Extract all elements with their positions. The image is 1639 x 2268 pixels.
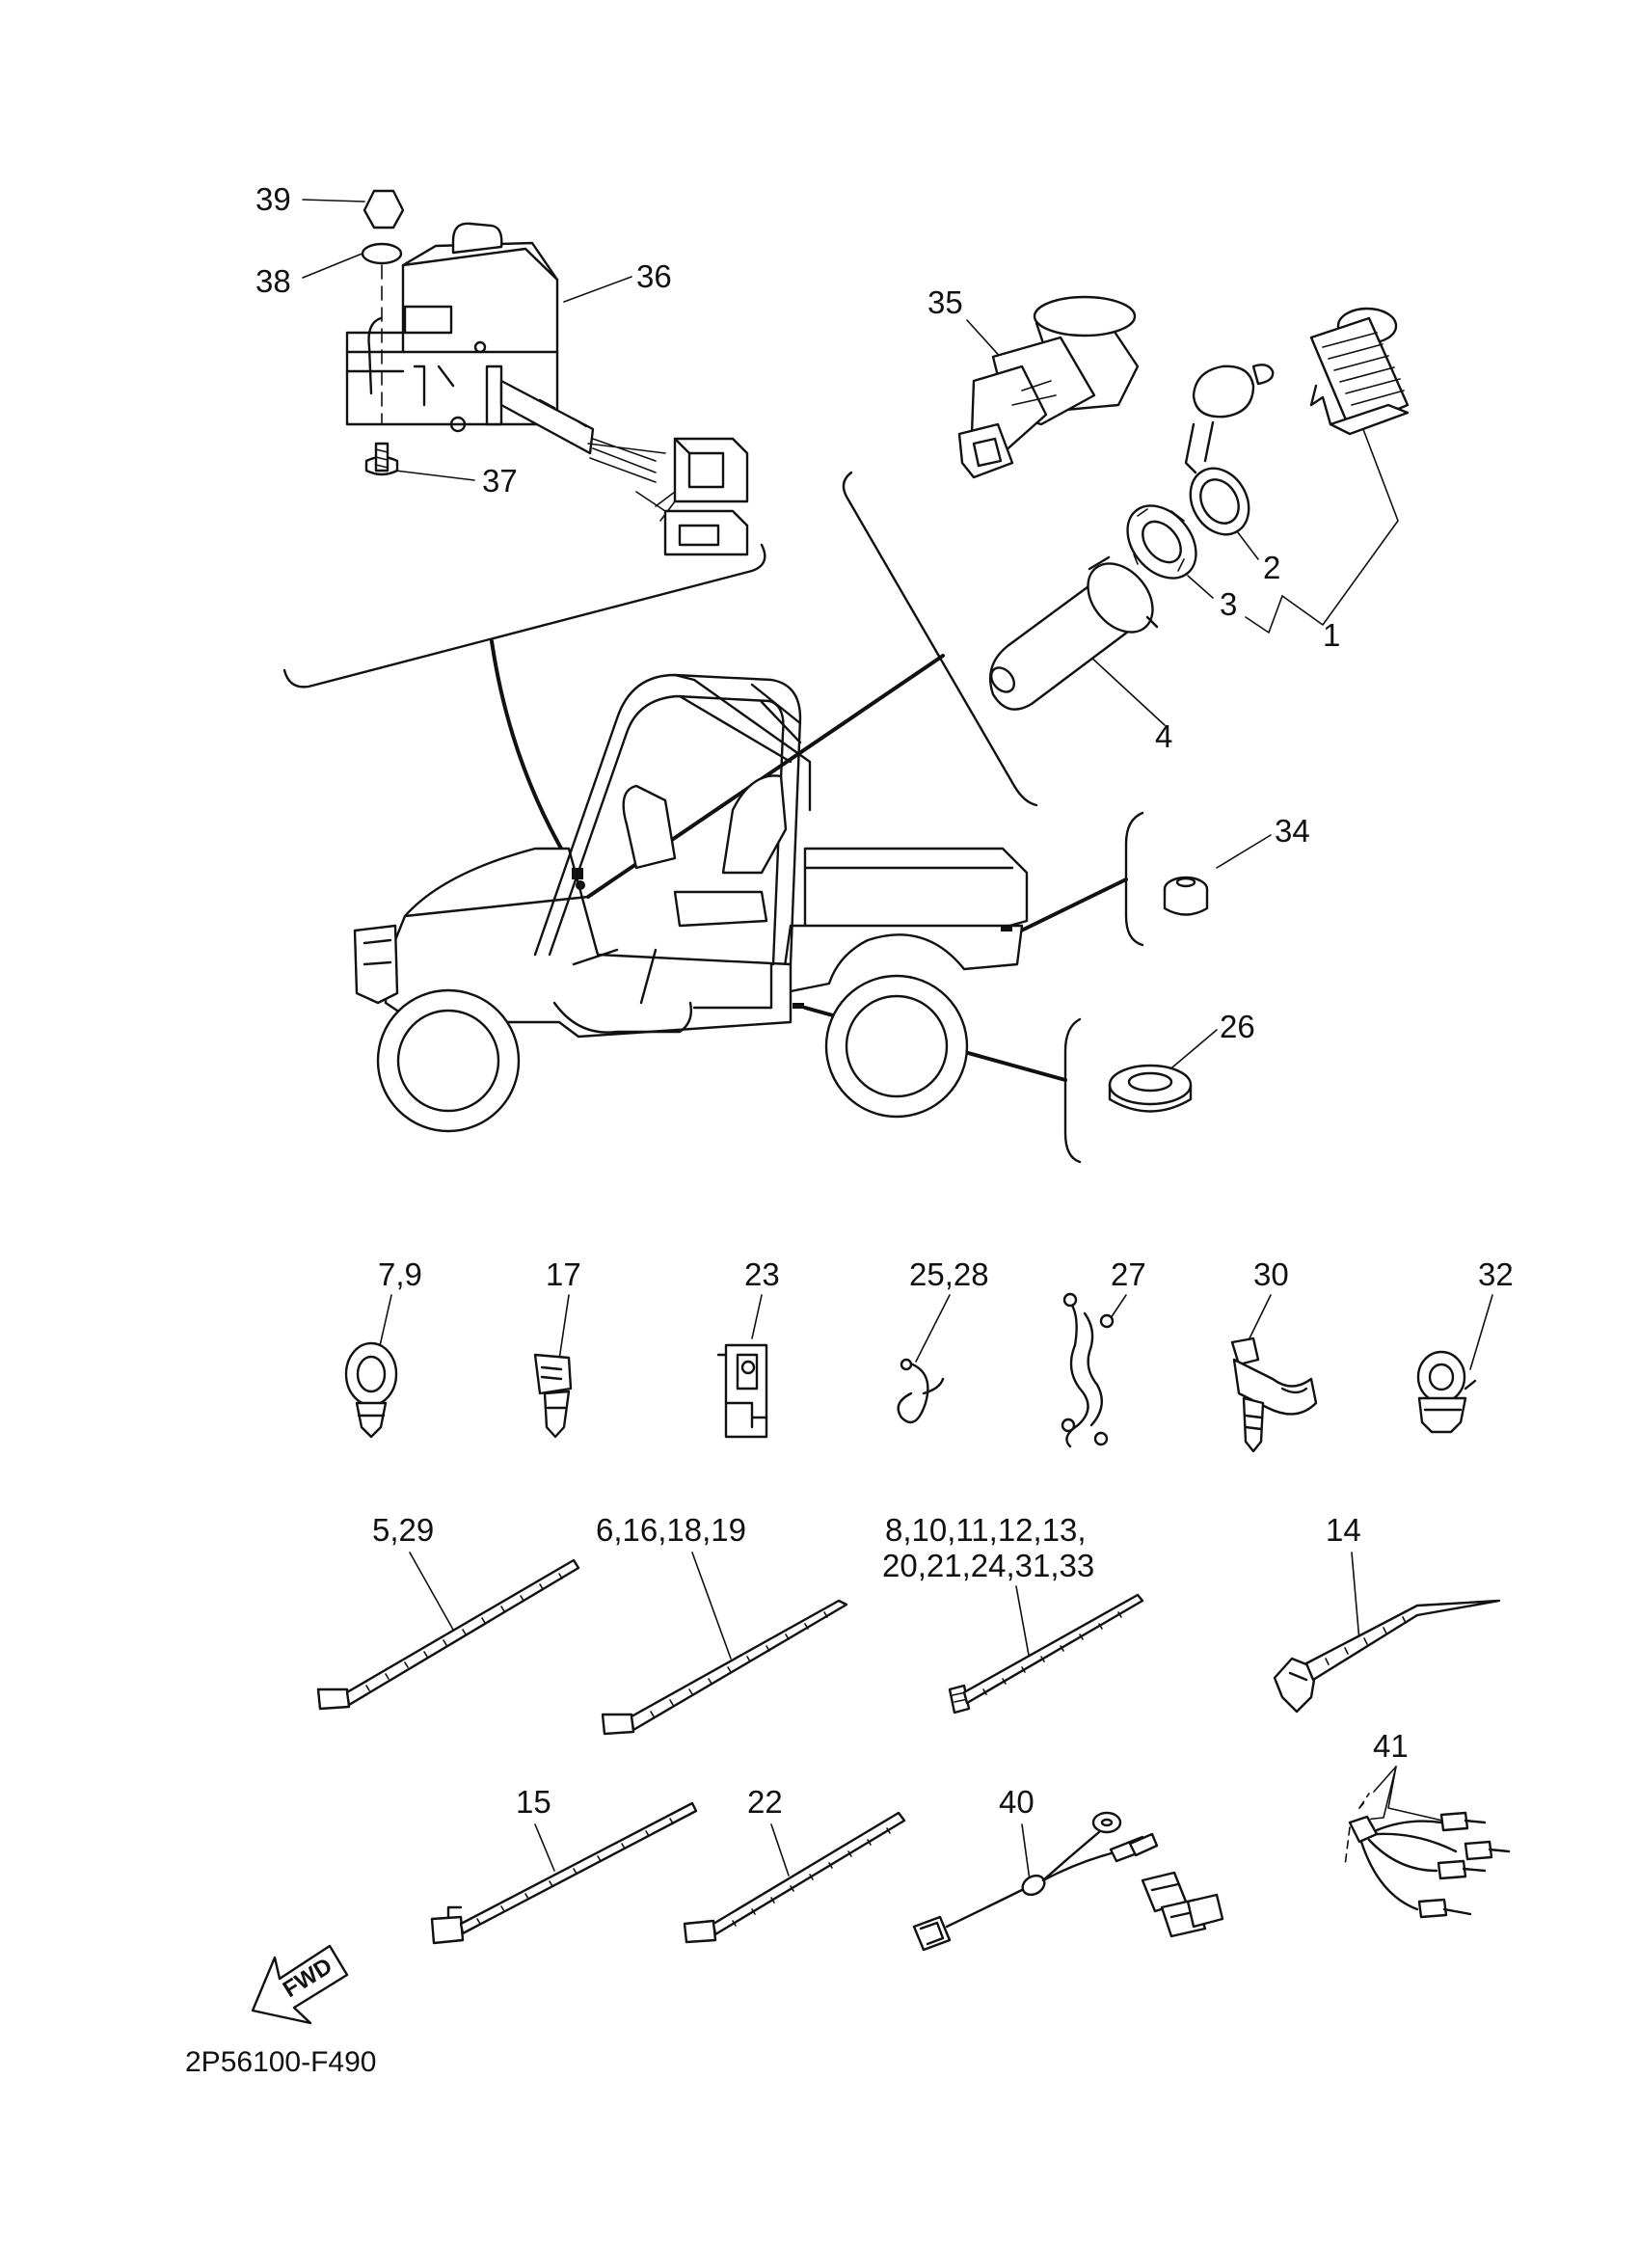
clip-17 [533, 1353, 573, 1439]
callout-25-28: 25,28 [909, 1256, 989, 1292]
callout-32: 32 [1478, 1256, 1514, 1292]
cable-tie-5-29 [316, 1558, 580, 1711]
callout-36: 36 [636, 258, 672, 294]
callout-7-9: 7,9 [378, 1256, 422, 1292]
diagram-code: 2P56100-F490 [185, 2046, 377, 2078]
clip-27 [1061, 1292, 1115, 1448]
part-35-switch [957, 295, 1140, 479]
callout-4: 4 [1155, 718, 1172, 754]
cable-tie-22 [683, 1811, 906, 1944]
fwd-arrow-icon: FWD [251, 1944, 349, 2025]
callout-20-21-24-31-33: 20,21,24,31,33 [882, 1548, 1094, 1583]
callout-40: 40 [999, 1784, 1034, 1820]
clip-30 [1230, 1336, 1318, 1453]
callout-8-10-11-12-13: 8,10,11,12,13, [885, 1512, 1087, 1548]
clip-23 [716, 1343, 768, 1439]
callout-38: 38 [255, 263, 291, 299]
callout-37: 37 [482, 463, 518, 499]
clip-32 [1416, 1350, 1477, 1434]
part-26-grommet [1108, 1064, 1193, 1113]
callout-17: 17 [546, 1256, 581, 1292]
clip-7-9 [344, 1341, 398, 1439]
callout-5-29: 5,29 [372, 1512, 434, 1548]
callout-23: 23 [744, 1256, 780, 1292]
part-1-socket [1184, 307, 1410, 536]
callout-6-16-18-19: 6,16,18,19 [596, 1512, 746, 1548]
callout-14: 14 [1326, 1512, 1361, 1548]
vehicle-illustration [353, 673, 1029, 1133]
switch-assembly-36 [345, 189, 749, 556]
callout-22: 22 [747, 1784, 783, 1820]
cable-tie-8-group [948, 1593, 1144, 1714]
part-4-boot [988, 555, 1159, 711]
callout-3: 3 [1220, 586, 1237, 622]
part-34-grommet [1163, 876, 1209, 916]
clip-25-28 [897, 1358, 945, 1424]
callout-39: 39 [255, 181, 291, 217]
cable-tie-6-16-18-19 [601, 1599, 848, 1736]
lead-wire-40 [912, 1811, 1159, 1952]
callout-26: 26 [1220, 1009, 1255, 1044]
callout-34: 34 [1275, 813, 1310, 849]
wire-harness-41 [1141, 1780, 1511, 1972]
callout-labels: 39 38 36 37 35 2 3 1 4 34 26 7,9 17 23 2… [185, 181, 1514, 2078]
cable-tie-15 [430, 1801, 698, 1945]
callout-30: 30 [1253, 1256, 1289, 1292]
callout-2: 2 [1263, 550, 1280, 585]
cable-tie-14 [1273, 1599, 1501, 1714]
callout-35: 35 [927, 284, 963, 320]
callout-1: 1 [1323, 617, 1340, 653]
callout-15: 15 [516, 1784, 551, 1820]
part-3-nut [1126, 504, 1197, 580]
callout-41: 41 [1373, 1728, 1409, 1764]
callout-27: 27 [1111, 1256, 1146, 1292]
